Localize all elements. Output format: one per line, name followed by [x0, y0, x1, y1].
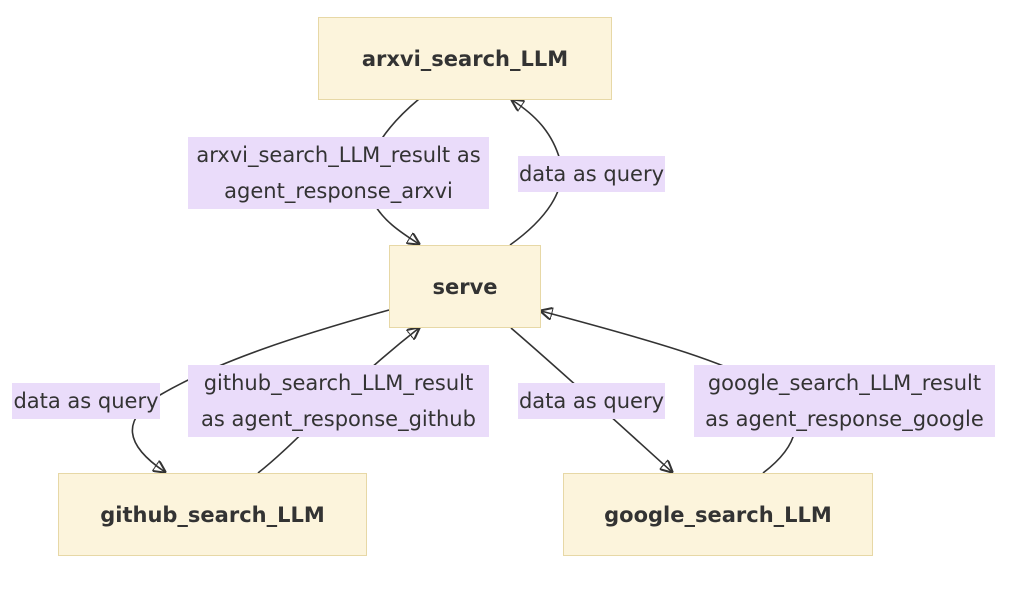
label-github-to-serve: github_search_LLM_result as agent_respon… — [188, 365, 489, 437]
node-serve: serve — [389, 245, 541, 328]
label-serve-to-github: data as query — [12, 383, 160, 419]
node-github-search-llm: github_search_LLM — [58, 473, 367, 556]
edge-serve-to-github — [131, 309, 390, 472]
label-serve-to-google: data as query — [518, 383, 665, 419]
label-arxvi-to-serve: arxvi_search_LLM_result as agent_respons… — [188, 137, 489, 209]
node-arxvi-search-llm: arxvi_search_LLM — [318, 17, 612, 100]
node-google-search-llm: google_search_LLM — [563, 473, 873, 556]
label-google-to-serve: google_search_LLM_result as agent_respon… — [694, 365, 995, 437]
label-serve-to-arxvi: data as query — [518, 156, 665, 192]
